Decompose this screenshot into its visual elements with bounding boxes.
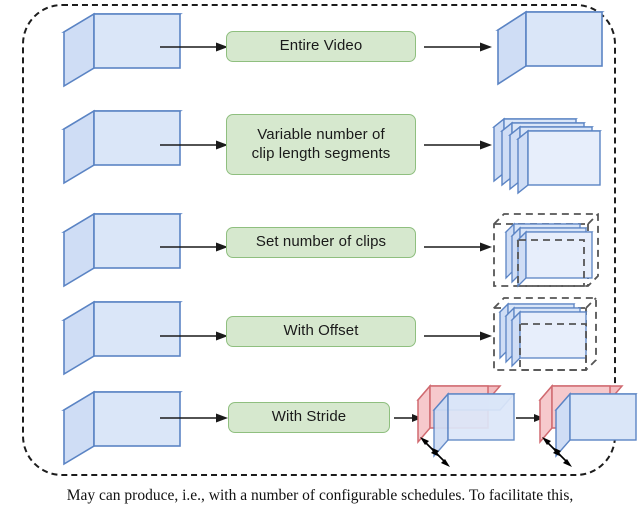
arrow-label-to-output-icon bbox=[424, 140, 492, 150]
arrow-input-to-label-icon bbox=[160, 242, 228, 252]
label-with-offset[interactable]: With Offset bbox=[226, 316, 416, 347]
label-with-stride[interactable]: With Stride bbox=[228, 402, 390, 433]
row-set-number-clips: Set number of clips bbox=[0, 198, 640, 298]
label-text: Set number of clips bbox=[255, 233, 387, 251]
arrow-input-to-label-icon bbox=[160, 140, 228, 150]
stride-arrow-icon bbox=[552, 447, 572, 467]
label-variable-segments[interactable]: Variable number of clip length segments bbox=[226, 114, 416, 175]
arrow-label-to-output-icon bbox=[424, 242, 492, 252]
video-cube-icon bbox=[61, 390, 183, 466]
row-entire-video: Entire Video bbox=[0, 0, 640, 100]
label-text: Entire Video bbox=[279, 37, 363, 55]
stride-arrow-icon bbox=[430, 447, 450, 467]
arrow-input-to-label-icon bbox=[160, 331, 228, 341]
video-cube-icon bbox=[61, 212, 183, 288]
arrow-label-to-output-icon bbox=[424, 42, 492, 52]
stride-cube-icon bbox=[416, 383, 516, 467]
arrow-input-to-label-icon bbox=[160, 413, 228, 423]
arrow-stride-to-stride-icon bbox=[516, 414, 544, 422]
stride-cube-icon bbox=[538, 383, 638, 467]
diagram-panel-border bbox=[22, 4, 616, 476]
video-cube-icon bbox=[61, 300, 183, 376]
label-text: Variable number of clip length segments bbox=[251, 125, 391, 162]
figure-caption: May can produce, i.e., with a number of … bbox=[66, 487, 574, 504]
arrow-input-to-label-icon bbox=[160, 42, 228, 52]
label-text: With Stride bbox=[271, 408, 347, 426]
row-variable-segments: Variable number of clip length segments bbox=[0, 97, 640, 197]
arrow-label-to-output-icon bbox=[424, 331, 492, 341]
label-entire-video[interactable]: Entire Video bbox=[226, 31, 416, 62]
video-cube-icon bbox=[61, 12, 183, 88]
clip-stack-offset-dashed-icon bbox=[493, 297, 597, 371]
clip-stack-dashed-icon bbox=[493, 213, 599, 288]
arrow-label-to-stride-icon bbox=[394, 414, 422, 422]
video-cube-icon bbox=[495, 10, 605, 86]
label-set-number-clips[interactable]: Set number of clips bbox=[226, 227, 416, 258]
video-cube-icon bbox=[61, 109, 183, 185]
clip-stack-icon bbox=[492, 117, 602, 195]
row-with-offset: With Offset bbox=[0, 288, 640, 388]
row-with-stride: With Stride bbox=[0, 378, 640, 488]
label-text: With Offset bbox=[283, 322, 359, 340]
